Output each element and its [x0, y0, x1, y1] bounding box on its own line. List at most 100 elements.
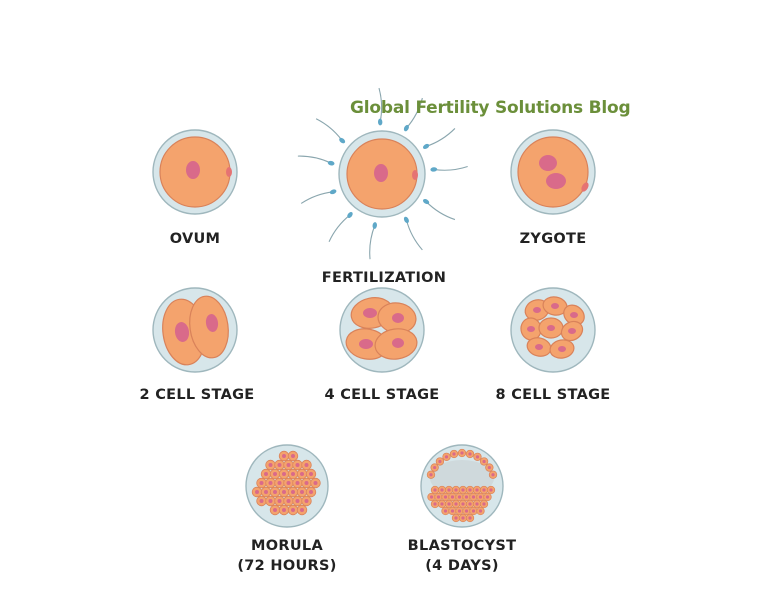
nucleus	[533, 307, 541, 313]
blastocyst-cell-nucleus	[485, 495, 490, 499]
sperm-head	[327, 160, 335, 166]
blastocyst-cell-nucleus	[471, 509, 476, 513]
nucleus	[392, 313, 404, 323]
polar-body	[581, 182, 589, 192]
morula-cell-nucleus	[268, 481, 273, 485]
blastocyst-cell-nucleus	[452, 452, 456, 456]
blastocyst-cell-nucleus	[460, 451, 464, 455]
blastocyst-cell-nucleus	[450, 509, 455, 513]
blastocyst-cell-nucleus	[461, 516, 465, 520]
morula-cell-nucleus	[259, 481, 264, 485]
morula-cell-nucleus	[277, 481, 282, 485]
blastocyst-cell-nucleus	[475, 455, 480, 459]
morula-cell-nucleus	[268, 463, 273, 467]
blastocyst-label: BLASTOCYST (4 DAYS)	[408, 536, 517, 576]
ovum-label: OVUM	[169, 231, 221, 247]
polar-body	[412, 170, 418, 180]
blastocyst-cell-nucleus	[454, 516, 458, 520]
sperm-tail	[328, 214, 351, 242]
blastocyst-cell-nucleus	[475, 488, 479, 492]
nucleus	[205, 314, 219, 332]
morula-cell-nucleus	[291, 490, 295, 494]
blastocyst-time: (4 DAYS)	[425, 558, 499, 574]
blastocyst-cell-nucleus	[447, 502, 451, 506]
morula-cell-nucleus	[282, 472, 286, 476]
nucleus	[558, 346, 566, 352]
morula-cell-nucleus	[300, 508, 304, 512]
blastocyst-cell-nucleus	[443, 509, 448, 513]
zygote-label: ZYGOTE	[519, 231, 587, 247]
sperm-tail	[425, 128, 456, 147]
morula-time: (72 HOURS)	[237, 558, 337, 574]
morula-cell-nucleus	[304, 499, 309, 503]
zygote-cell	[510, 129, 596, 215]
morula-cell-nucleus	[291, 508, 295, 512]
morula-cell-nucleus	[282, 454, 286, 458]
morula-embryo	[245, 444, 329, 528]
sperm-head	[347, 211, 353, 218]
nucleus	[363, 308, 377, 318]
nucleus	[527, 326, 535, 332]
blastocyst-cell-nucleus	[436, 495, 441, 499]
morula-cell-nucleus	[291, 472, 295, 476]
cytoplasm	[517, 136, 589, 208]
morula-cell-nucleus	[295, 481, 300, 485]
sperm-tail	[425, 201, 456, 221]
blastocyst-embryo	[420, 444, 504, 528]
blastocyst-cell-nucleus	[478, 509, 483, 513]
nucleus	[174, 322, 190, 342]
blastocyst-cell-nucleus	[450, 495, 455, 499]
fertilization-cell	[297, 87, 468, 260]
morula-cell-nucleus	[295, 463, 300, 467]
blastocyst-cell-nucleus	[454, 488, 458, 492]
morula-cell-nucleus	[286, 499, 291, 503]
blastocyst-cell-nucleus	[440, 488, 444, 492]
blastocyst-cell-nucleus	[447, 488, 451, 492]
sperm-head	[403, 124, 409, 132]
sperm-head	[377, 118, 383, 126]
blastocyst-cell-nucleus	[487, 465, 491, 470]
morula-cell-nucleus	[286, 463, 291, 467]
morula-cell-nucleus	[255, 490, 259, 494]
morula-cell-nucleus	[304, 463, 309, 467]
morula-cell-nucleus	[300, 472, 304, 476]
blastocyst-cell-nucleus	[475, 502, 479, 506]
fertilization-label: FERTILIZATION	[321, 270, 447, 286]
morula-cell-nucleus	[304, 481, 309, 485]
sperm-head	[339, 137, 346, 144]
morula-cell-nucleus	[309, 490, 313, 494]
ovum-cell	[152, 129, 238, 215]
blastocyst-cell-nucleus	[433, 488, 437, 492]
blastocyst-cell-nucleus	[464, 509, 469, 513]
blastocyst-cell-nucleus	[429, 473, 433, 477]
nucleus	[374, 164, 388, 182]
sperm-head	[422, 198, 430, 205]
morula-cell-nucleus	[273, 508, 277, 512]
blastocyst-cell-nucleus	[461, 502, 465, 506]
blastocyst-title: BLASTOCYST	[407, 538, 517, 554]
blastocyst-cell-nucleus	[438, 459, 442, 464]
nucleus	[539, 155, 557, 171]
morula-cell-nucleus	[282, 508, 286, 512]
sperm-tail	[405, 219, 423, 251]
sperm-tail	[297, 155, 332, 164]
two-cell-stage-label: 2 CELL STAGE	[139, 387, 255, 403]
morula-cell-nucleus	[264, 490, 268, 494]
blastocyst-cell-nucleus	[468, 488, 472, 492]
sperm-tail	[369, 225, 376, 260]
morula-label: MORULA (72 HOURS)	[237, 536, 336, 576]
blastocyst-cell-nucleus	[482, 502, 486, 506]
sperm-head	[329, 189, 337, 195]
blastocyst-cell-nucleus	[468, 502, 472, 506]
blastocyst-cell-nucleus	[464, 495, 469, 499]
morula-cell-nucleus	[273, 472, 277, 476]
blastocyst-cell-nucleus	[489, 488, 493, 492]
blastocyst-cell-nucleus	[468, 516, 472, 520]
blastocyst-cell-nucleus	[478, 495, 483, 499]
sperm-tail	[300, 191, 334, 204]
nucleus	[546, 173, 566, 189]
morula-cell-nucleus	[277, 499, 282, 503]
four-cell-stage-embryo	[339, 287, 425, 373]
polar-body	[226, 167, 232, 177]
nucleus	[568, 328, 576, 334]
